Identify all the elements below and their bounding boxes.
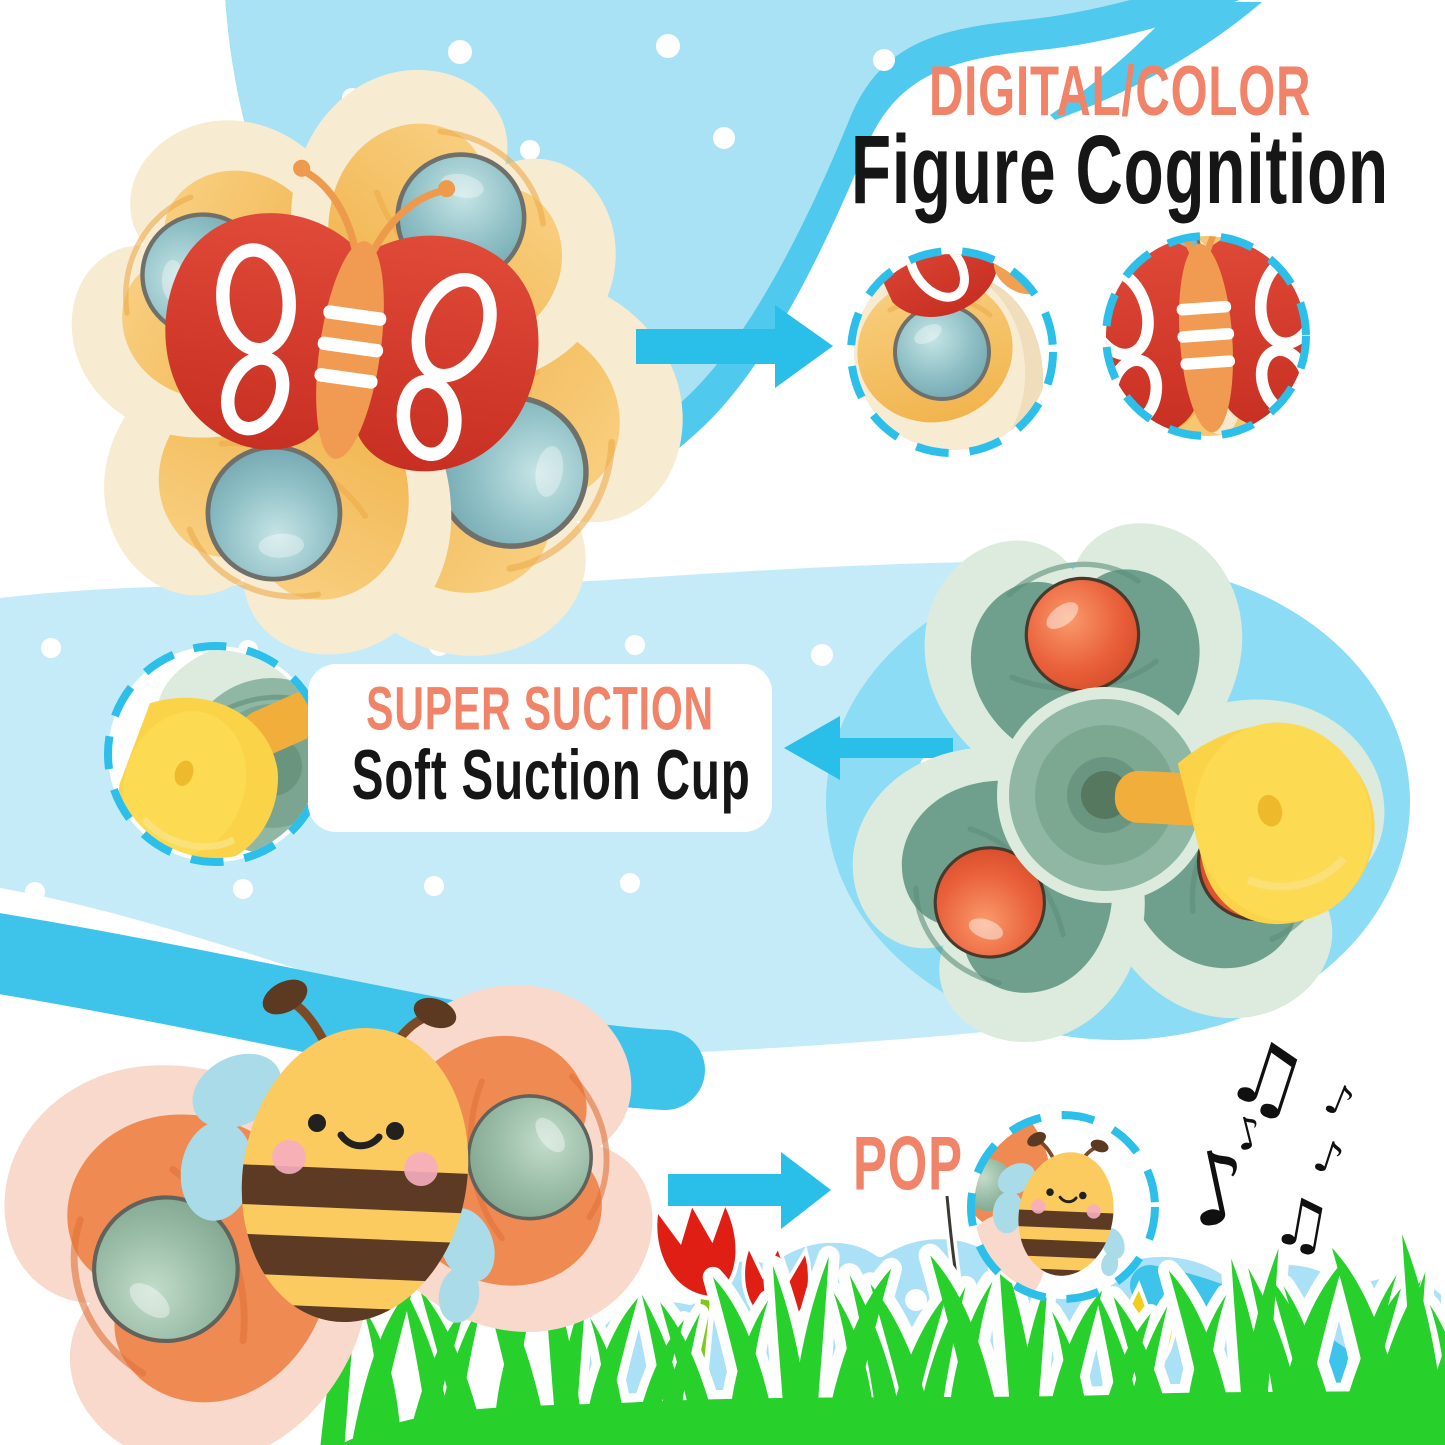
arrow-left-icon: [784, 716, 953, 780]
arrow-right-icon: [636, 305, 833, 388]
svg-text:♪: ♪: [1307, 1130, 1349, 1187]
feature-cognition-title: DIGITAL/COLOR: [928, 51, 1312, 132]
pop-label: POP: [853, 1122, 963, 1207]
feature-pop: POP: [818, 1127, 998, 1203]
feature-suction-card: SUPER SUCTION Soft Suction Cup: [308, 664, 772, 832]
suction-cup-yellow: [1177, 722, 1375, 925]
feature-suction-subtitle: Soft Suction Cup: [351, 735, 751, 816]
suction-cup-zoom-circle: [104, 642, 328, 866]
spinner-green: [811, 510, 1417, 1083]
butterfly-spinner-yellow: [36, 25, 734, 708]
svg-text:♪: ♪: [1318, 1073, 1361, 1128]
feature-suction-title: SUPER SUCTION: [366, 674, 714, 744]
feature-cognition-subtitle: Figure Cognition: [851, 115, 1389, 224]
feature-cognition: DIGITAL/COLOR Figure Cognition: [790, 51, 1445, 224]
svg-text:♫: ♫: [1266, 1181, 1338, 1267]
bottom-meadow: [320, 1195, 1445, 1445]
zoom-circle-spinning: [1102, 232, 1310, 440]
spinner-bee: [0, 968, 668, 1445]
top-right-swoosh: [1050, 2, 1262, 120]
music-notes-icon: ♫ ♪ ♪ ♪ ♫ ♪: [1174, 1015, 1361, 1267]
zoom-circle-detail: [847, 247, 1057, 457]
arrow-right-icon-pop: [668, 1152, 831, 1229]
